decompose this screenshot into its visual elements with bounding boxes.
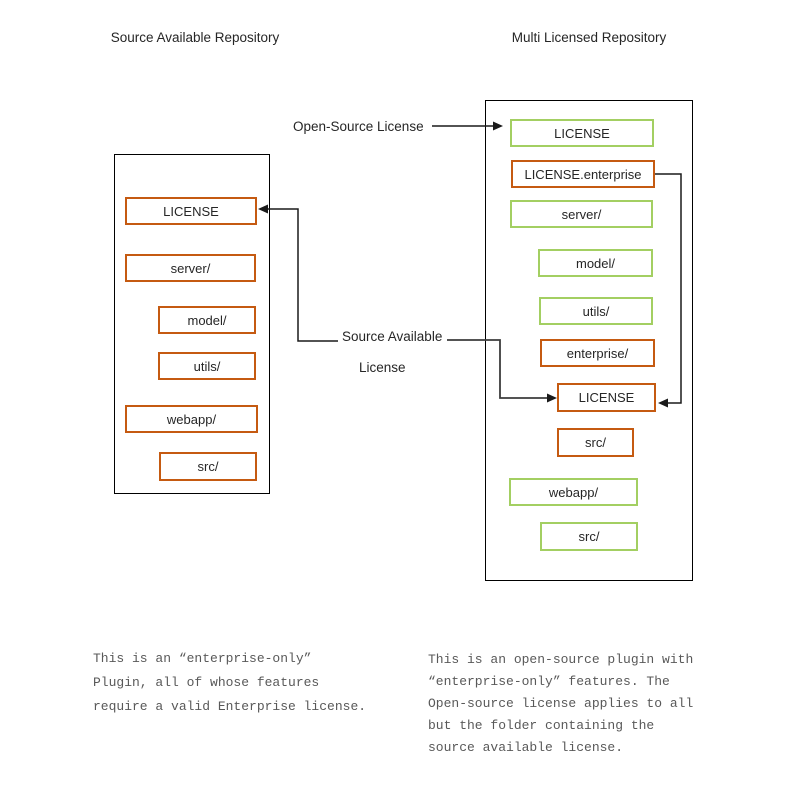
right-file-license-sourceavailable: LICENSE xyxy=(557,383,656,412)
right-folder-src-enterprise: src/ xyxy=(557,428,634,457)
source-available-label-line1: Source Available xyxy=(342,329,443,344)
right-repo-title: Multi Licensed Repository xyxy=(511,30,667,45)
right-file-license-open: LICENSE xyxy=(510,119,654,147)
note-line: source available license. xyxy=(428,740,624,755)
source-available-label-line2: License xyxy=(359,360,406,375)
note-line: require a valid Enterprise license. xyxy=(93,699,367,714)
right-folder-webapp: webapp/ xyxy=(509,478,638,506)
note-line: This is an “enterprise-only” xyxy=(93,651,312,666)
left-folder-src: src/ xyxy=(159,452,257,481)
left-repo-title: Source Available Repository xyxy=(110,30,280,45)
note-line: “enterprise-only” features. The xyxy=(428,674,670,689)
right-repo-note: This is an open-source plugin with “ente… xyxy=(428,649,693,759)
left-folder-model: model/ xyxy=(158,306,256,334)
right-folder-model: model/ xyxy=(538,249,653,277)
note-line: but the folder containing the xyxy=(428,718,655,733)
note-line: Plugin, all of whose features xyxy=(93,675,320,690)
right-folder-src-webapp: src/ xyxy=(540,522,638,551)
source-available-to-left-license-arrow xyxy=(258,204,338,342)
open-source-license-label: Open-Source License xyxy=(293,119,424,134)
note-line: Open-source license applies to all xyxy=(428,696,694,711)
left-repo-note: This is an “enterprise-only” Plugin, all… xyxy=(93,647,366,719)
left-file-license: LICENSE xyxy=(125,197,257,225)
right-folder-utils: utils/ xyxy=(539,297,653,325)
left-folder-server: server/ xyxy=(125,254,256,282)
note-line: This is an open-source plugin with xyxy=(428,652,694,667)
right-file-license-enterprise: LICENSE.enterprise xyxy=(511,160,655,188)
right-folder-server: server/ xyxy=(510,200,653,228)
left-folder-webapp: webapp/ xyxy=(125,405,258,433)
right-folder-enterprise: enterprise/ xyxy=(540,339,655,367)
left-folder-utils: utils/ xyxy=(158,352,256,380)
